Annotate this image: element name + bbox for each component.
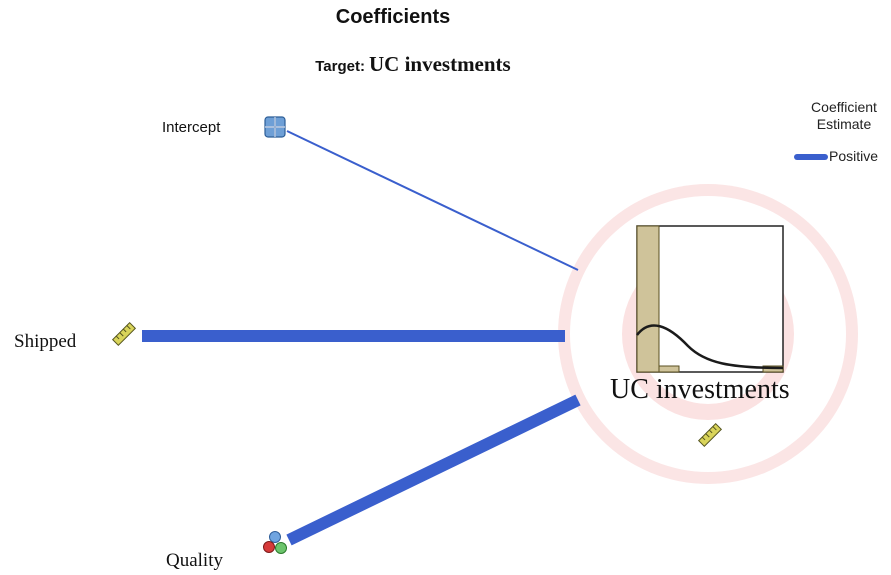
subtitle-label: Target: [315,58,365,75]
density-curve [636,324,784,370]
diagram-subtitle: Target:UC investments [0,52,826,77]
node-label-quality: Quality [166,550,223,571]
edge-quality[interactable] [286,394,581,546]
subtitle-target: UC investments [368,52,511,76]
target-node[interactable] [558,184,858,484]
node-label-shipped: Shipped [14,331,77,352]
node-label-intercept: Intercept [162,119,221,136]
edge-intercept[interactable] [286,130,579,271]
histogram-bar-1 [636,225,660,373]
target-histogram [636,225,784,373]
categorical-balls-icon[interactable] [263,531,287,554]
nominal-grid-icon[interactable] [264,116,286,138]
legend-entry-positive: Positive [829,148,879,164]
ruler-icon[interactable] [111,321,137,347]
diagram-title: Coefficients [335,6,451,28]
histogram-bar-2 [658,365,680,373]
legend-title: Coefficient Estimate [811,99,877,132]
target-ruler-icon [697,422,723,448]
legend-swatch-positive [794,154,828,160]
node-label-target: UC investments [610,374,790,405]
